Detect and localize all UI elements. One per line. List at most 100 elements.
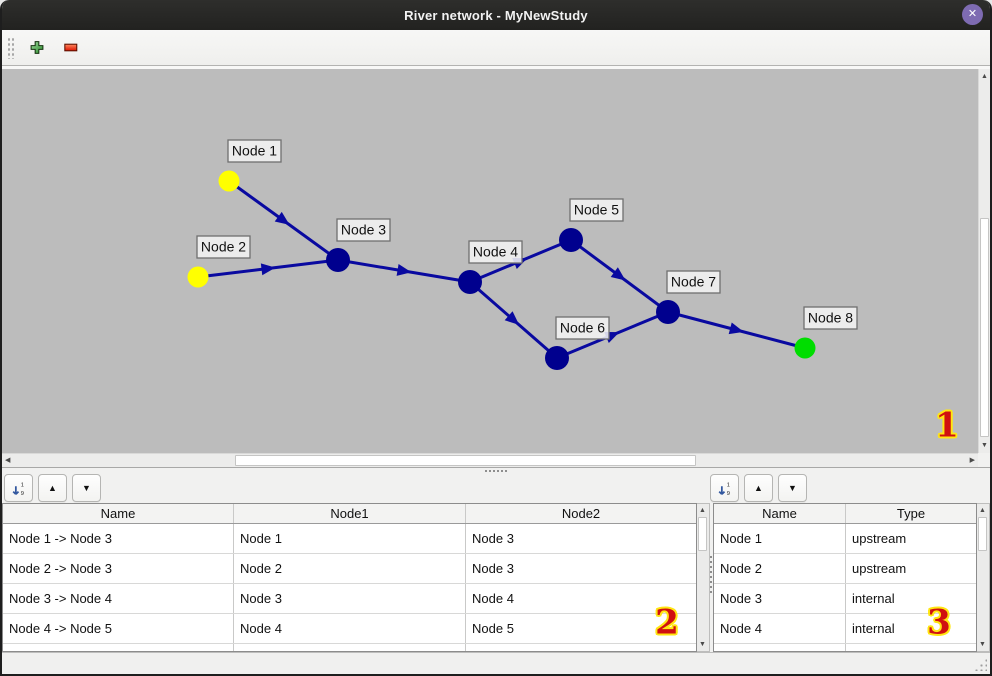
nodes-move-down-button[interactable]: ▼ [778,474,807,502]
table-row[interactable]: Node 2 upstream [714,554,976,584]
nodes-table-scrollbar[interactable]: ▲ ▼ [977,503,990,652]
canvas-horizontal-scrollbar-thumb[interactable] [235,455,696,466]
node-label[interactable]: Node 5 [569,198,624,222]
table-cell: Node 3 [472,561,514,576]
table-cell: Node 4 [234,614,466,643]
river-branch-edge[interactable] [197,258,339,279]
red-minus-icon [64,43,78,52]
canvas-vertical-scrollbar-thumb[interactable] [980,218,989,437]
column-header[interactable]: Type [896,506,926,521]
scroll-down-icon[interactable]: ▼ [699,641,706,648]
table-cell: Node 4 -> Node 5 [3,614,234,643]
column-header[interactable]: Name [714,504,846,523]
scroll-up-icon[interactable]: ▲ [979,507,986,514]
move-up-icon: ▲ [754,483,763,493]
scroll-up-icon[interactable]: ▲ [699,507,706,514]
canvas-horizontal-scrollbar[interactable]: ◀ ▶ [2,453,978,467]
resize-grip-icon[interactable] [974,658,987,671]
river-node[interactable] [218,170,240,192]
river-branch-edge[interactable] [570,238,669,314]
river-node[interactable] [187,266,209,288]
toolbar-drag-handle[interactable] [7,36,16,59]
table-cell: upstream [852,531,907,546]
table-cell: Node 1 -> Node 3 [3,524,234,553]
node-label[interactable]: Node 4 [468,240,523,264]
column-header[interactable]: Node1 [234,504,466,523]
scroll-down-icon[interactable]: ▼ [979,641,986,648]
bottom-bar [2,652,990,674]
node-label[interactable]: Node 2 [196,235,251,259]
table-cell [234,644,466,651]
river-branch-edge[interactable] [469,280,558,360]
scroll-right-icon[interactable]: ▶ [969,457,975,464]
svg-text:1: 1 [21,482,24,488]
close-icon: ✕ [967,8,978,20]
toolbar-separator [2,66,990,69]
svg-text:Node 2: Node 2 [201,239,246,255]
node-label[interactable]: Node 8 [803,306,858,330]
table-cell: Node 1 [234,524,466,553]
nodes-scrollbar-thumb[interactable] [978,517,987,551]
sort-ascending-icon: 1 9 [12,482,24,497]
node-label[interactable]: Node 7 [666,270,721,294]
table-row[interactable] [3,644,696,651]
svg-text:Node 4: Node 4 [473,244,518,260]
column-header[interactable]: Name [3,504,234,523]
node-label[interactable]: Node 1 [227,139,282,163]
table-cell: Node 2 -> Node 3 [3,554,234,583]
river-node[interactable] [794,337,816,359]
nodes-sort-button[interactable]: 1 9 [710,474,739,502]
river-branch-edge[interactable] [228,179,339,262]
table-row[interactable] [714,644,976,651]
move-down-icon: ▼ [788,483,797,493]
branches-sort-button[interactable]: 1 9 [4,474,33,502]
table-toolbars: 1 9 ▲ ▼ 1 9 ▲ ▼ [2,472,990,503]
river-node[interactable] [656,300,680,324]
node-label[interactable]: Node 6 [555,316,610,340]
river-node[interactable] [545,346,569,370]
table-cell [466,644,696,651]
node-label[interactable]: Node 3 [336,218,391,242]
move-up-icon: ▲ [48,483,57,493]
svg-text:Node 3: Node 3 [341,222,386,238]
column-header[interactable]: Node2 [561,506,601,521]
branches-table-toolbar: 1 9 ▲ ▼ [4,474,101,502]
scroll-up-icon[interactable]: ▲ [981,73,988,80]
river-branch-edge[interactable] [337,258,471,284]
table-cell: upstream [852,561,907,576]
branches-move-up-button[interactable]: ▲ [38,474,67,502]
canvas-vertical-scrollbar[interactable]: ▲ ▼ [978,69,990,453]
river-branch-edge[interactable] [556,310,669,360]
table-cell [3,644,234,651]
table-splitter-grip-icon[interactable] [710,556,712,594]
add-button[interactable] [24,35,50,61]
branches-table-scrollbar[interactable]: ▲ ▼ [697,503,710,652]
nodes-move-up-button[interactable]: ▲ [744,474,773,502]
annotation-marker-3: 3 [927,602,951,643]
table-cell [846,644,976,651]
horizontal-splitter[interactable] [2,467,990,472]
close-button[interactable]: ✕ [962,4,983,25]
river-network-canvas[interactable]: Node 1 Node 2 Node 3 Node 4 Node 5 Node 6 Node… [2,69,978,453]
river-branch-edge[interactable] [667,310,806,350]
table-cell: Node 2 [714,554,846,583]
table-cell [714,644,846,651]
scroll-down-icon[interactable]: ▼ [981,442,988,449]
branches-scrollbar-thumb[interactable] [698,517,707,551]
river-node[interactable] [559,228,583,252]
svg-text:Node 8: Node 8 [808,310,853,326]
scroll-left-icon[interactable]: ◀ [5,457,11,464]
branches-move-down-button[interactable]: ▼ [72,474,101,502]
remove-button[interactable] [58,35,84,61]
river-node[interactable] [326,248,350,272]
river-node[interactable] [458,270,482,294]
